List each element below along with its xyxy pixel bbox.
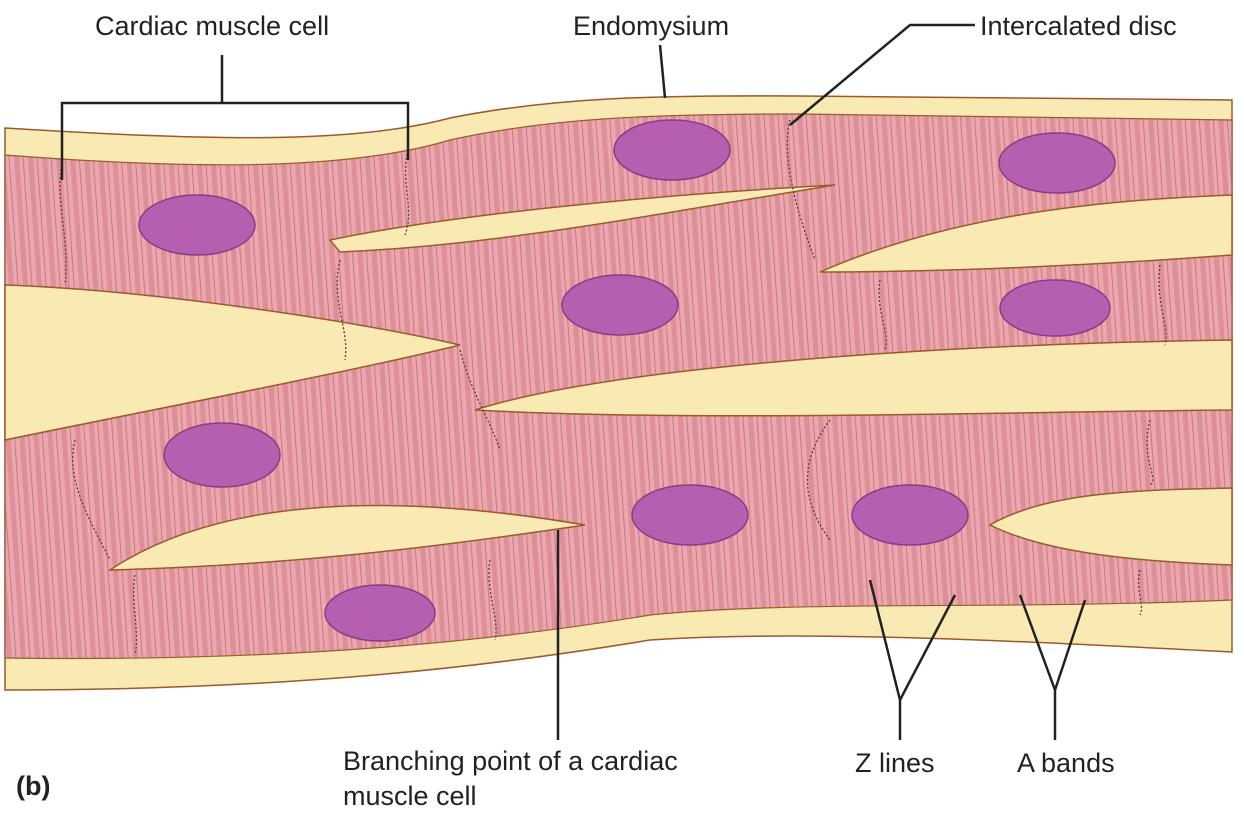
nucleus xyxy=(324,584,436,642)
label-cardiac-muscle-cell: Cardiac muscle cell xyxy=(95,11,329,41)
label-branching-point: Branching point of a cardiac xyxy=(343,746,678,776)
nucleus xyxy=(851,484,969,546)
intercalated-discs xyxy=(59,119,1167,656)
endomysium-wedge xyxy=(474,339,1233,417)
nucleus xyxy=(998,132,1116,194)
nucleus xyxy=(561,274,679,336)
nucleus xyxy=(163,422,281,488)
endomysium-wedge xyxy=(988,487,1233,566)
panel-label: (b) xyxy=(16,771,50,801)
label-endomysium: Endomysium xyxy=(573,11,729,41)
label-branching-point-2: muscle cell xyxy=(343,781,477,811)
label-intercalated-disc: Intercalated disc xyxy=(980,11,1177,41)
endomysium-wedge xyxy=(107,504,586,571)
endomysium-wedge xyxy=(328,184,836,253)
leader-lines xyxy=(60,23,1087,740)
nuclei xyxy=(138,119,1116,642)
nucleus xyxy=(999,279,1111,337)
nucleus xyxy=(631,484,749,546)
nucleus xyxy=(613,119,731,181)
endomysium-wedge xyxy=(819,194,1233,273)
nucleus xyxy=(138,194,256,256)
label-a-bands: A bands xyxy=(1017,748,1115,778)
endomysium-wedge xyxy=(4,284,461,441)
label-z-lines: Z lines xyxy=(855,748,935,778)
